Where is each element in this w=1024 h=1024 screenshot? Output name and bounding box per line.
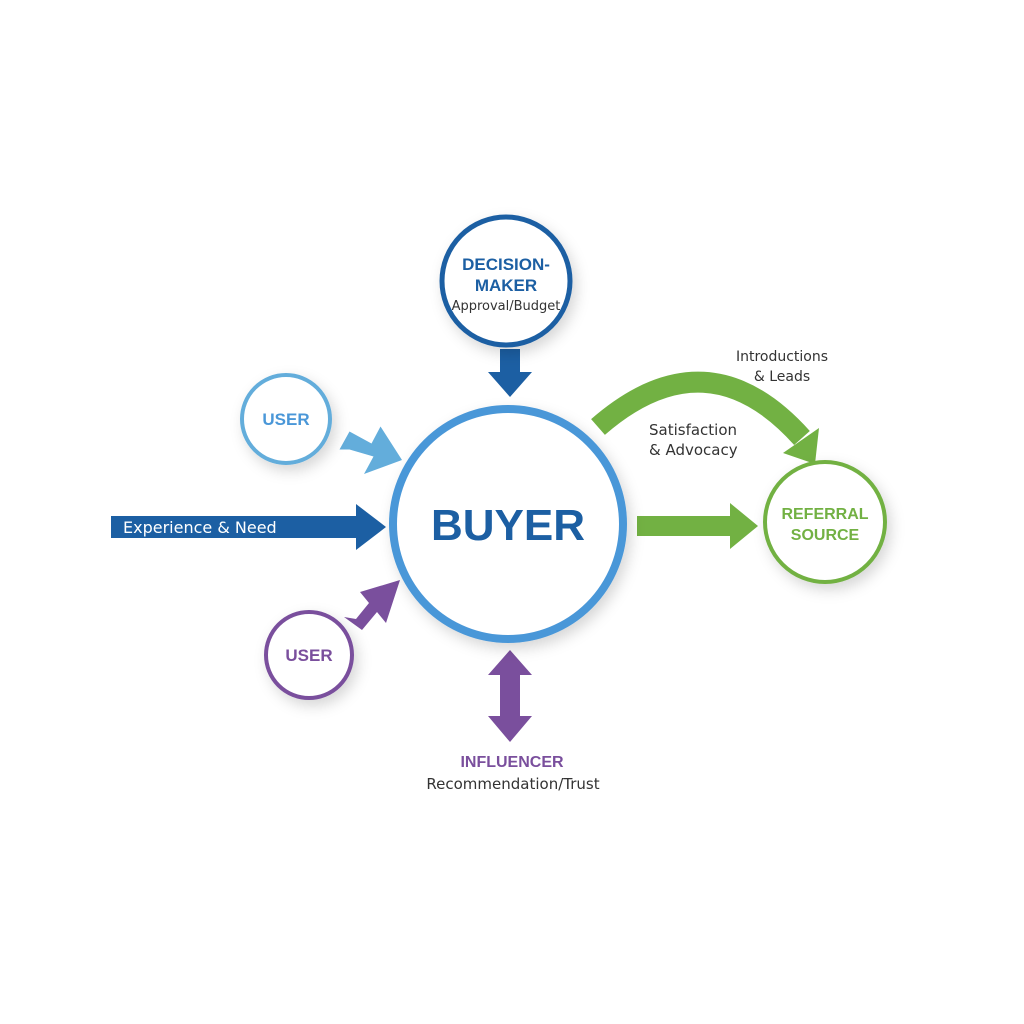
referral-source-node[interactable]: REFERRAL SOURCE — [763, 460, 887, 584]
influencer-double-arrow-icon — [488, 650, 532, 742]
decision-maker-sublabel: Approval/Budget — [452, 299, 561, 314]
decision-maker-node[interactable]: DECISION- MAKER Approval/Budget — [439, 214, 573, 348]
user-top-label: USER — [262, 410, 309, 429]
satisfaction-label-line2: & Advocacy — [649, 441, 738, 459]
decision-maker-label-line2: MAKER — [475, 276, 537, 295]
user-top-arrow-icon — [339, 426, 402, 474]
introductions-curved-arrow-icon — [591, 371, 819, 464]
influencer-label: INFLUENCER — [460, 754, 564, 771]
introductions-label-line1: Introductions — [736, 349, 828, 365]
user-bottom-node[interactable]: USER — [264, 610, 354, 700]
experience-need-arrow: Experience & Need — [111, 504, 386, 550]
introductions-label-line2: & Leads — [754, 369, 810, 385]
decision-maker-label-line1: DECISION- — [462, 255, 550, 274]
buyer-node[interactable]: BUYER — [389, 405, 627, 643]
user-bottom-label: USER — [285, 646, 332, 665]
referral-source-label-line2: SOURCE — [791, 527, 860, 544]
buyer-label: BUYER — [431, 501, 585, 550]
experience-need-label: Experience & Need — [123, 518, 277, 537]
satisfaction-arrow-icon — [637, 503, 758, 549]
influencer-sublabel: Recommendation/Trust — [426, 775, 599, 793]
user-bottom-arrow-icon — [344, 580, 400, 630]
decision-maker-arrow-icon — [488, 349, 532, 397]
user-top-node[interactable]: USER — [240, 373, 332, 465]
satisfaction-label-line1: Satisfaction — [649, 421, 737, 439]
referral-source-label-line1: REFERRAL — [781, 506, 868, 523]
